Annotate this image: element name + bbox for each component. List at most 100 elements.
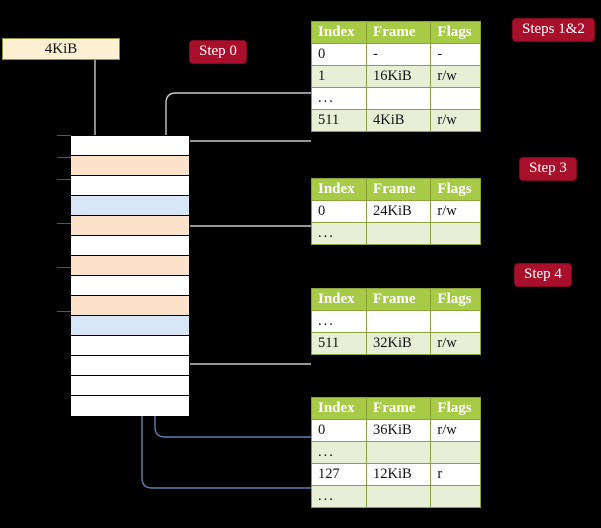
cell-flags: r — [430, 463, 481, 486]
cell-frame — [366, 485, 432, 508]
table-row: ... — [310, 310, 481, 333]
cell-flags: r/w — [430, 109, 481, 132]
cell-frame: 12KiB — [366, 463, 432, 486]
memory-cell-1 — [71, 156, 189, 176]
table-row: 0-- — [310, 43, 481, 66]
cell-flags — [430, 87, 481, 110]
cell-frame — [366, 87, 432, 110]
memory-tick-5 — [57, 267, 71, 268]
memory-cell-10 — [71, 336, 189, 356]
table-row: ... — [310, 485, 481, 508]
column-header-index: Index — [310, 178, 368, 201]
cell-flags: r/w — [430, 332, 481, 355]
memory-cell-9 — [71, 316, 189, 336]
cell-frame: 32KiB — [366, 332, 432, 355]
badge-steps-1-2-label: Steps 1&2 — [522, 21, 585, 37]
table-row: ... — [310, 441, 481, 464]
column-header-flags: Flags — [430, 397, 481, 420]
cell-index: 0 — [310, 419, 368, 442]
column-header-frame: Frame — [366, 178, 432, 201]
memory-cell-4 — [71, 216, 189, 236]
column-header-flags: Flags — [430, 21, 481, 44]
column-header-index: Index — [310, 21, 368, 44]
table-row: ... — [310, 222, 481, 245]
memory-tick-4 — [57, 223, 71, 224]
cell-index: 511 — [310, 109, 368, 132]
cell-frame: 24KiB — [366, 200, 432, 223]
cell-index: 127 — [310, 463, 368, 486]
badge-step-3-label: Step 3 — [529, 160, 567, 176]
badge-step-4-label: Step 4 — [524, 266, 562, 282]
memory-tick-6 — [57, 311, 71, 312]
memory-tick-1 — [57, 135, 71, 136]
memory-cell-7 — [71, 276, 189, 296]
memory-cell-3 — [71, 196, 189, 216]
column-header-flags: Flags — [430, 178, 481, 201]
badge-step-0: Step 0 — [190, 41, 246, 63]
cell-flags — [430, 310, 481, 333]
cell-flags — [430, 485, 481, 508]
frame-size-label: 4KiB — [44, 41, 78, 57]
cell-flags — [430, 441, 481, 464]
column-header-flags: Flags — [430, 288, 481, 311]
cell-frame: 36KiB — [366, 419, 432, 442]
wire-step3-table2-to-memory — [170, 225, 311, 320]
memory-cell-6 — [71, 256, 189, 276]
memory-cell-11 — [71, 356, 189, 376]
cell-index: 0 — [310, 200, 368, 223]
cell-flags: - — [430, 43, 481, 66]
column-header-index: Index — [310, 397, 368, 420]
cell-flags — [430, 222, 481, 245]
column-header-frame: Frame — [366, 397, 432, 420]
memory-cell-2 — [71, 176, 189, 196]
column-header-frame: Frame — [366, 21, 432, 44]
badge-step-4: Step 4 — [515, 264, 571, 286]
memory-tick-3 — [57, 179, 71, 180]
cell-frame — [366, 310, 432, 333]
memory-cell-8 — [71, 296, 189, 316]
cell-index: 0 — [310, 43, 368, 66]
badge-steps-1-2: Steps 1&2 — [513, 19, 594, 41]
cell-frame: - — [366, 43, 432, 66]
memory-cell-12 — [71, 376, 189, 396]
frame-size-box: 4KiB — [2, 38, 120, 60]
table-row: ... — [310, 87, 481, 110]
cell-flags: r/w — [430, 419, 481, 442]
cell-index: ... — [310, 87, 368, 110]
cell-index: ... — [310, 485, 368, 508]
cell-index: ... — [310, 222, 368, 245]
cell-frame: 16KiB — [366, 65, 432, 88]
cell-index: 1 — [310, 65, 368, 88]
cell-index: ... — [310, 310, 368, 333]
cell-flags: r/w — [430, 200, 481, 223]
cell-frame — [366, 441, 432, 464]
column-header-index: Index — [310, 288, 368, 311]
cell-frame — [366, 222, 432, 245]
memory-cell-13 — [71, 396, 189, 416]
memory-cell-5 — [71, 236, 189, 256]
badge-step-0-label: Step 0 — [199, 43, 237, 59]
cell-index: ... — [310, 441, 368, 464]
physical-memory-column — [70, 135, 190, 416]
badge-step-3: Step 3 — [520, 158, 576, 180]
memory-tick-2 — [57, 157, 71, 158]
cell-index: 511 — [310, 332, 368, 355]
memory-cell-0 — [71, 136, 189, 156]
cell-flags: r/w — [430, 65, 481, 88]
column-header-frame: Frame — [366, 288, 432, 311]
